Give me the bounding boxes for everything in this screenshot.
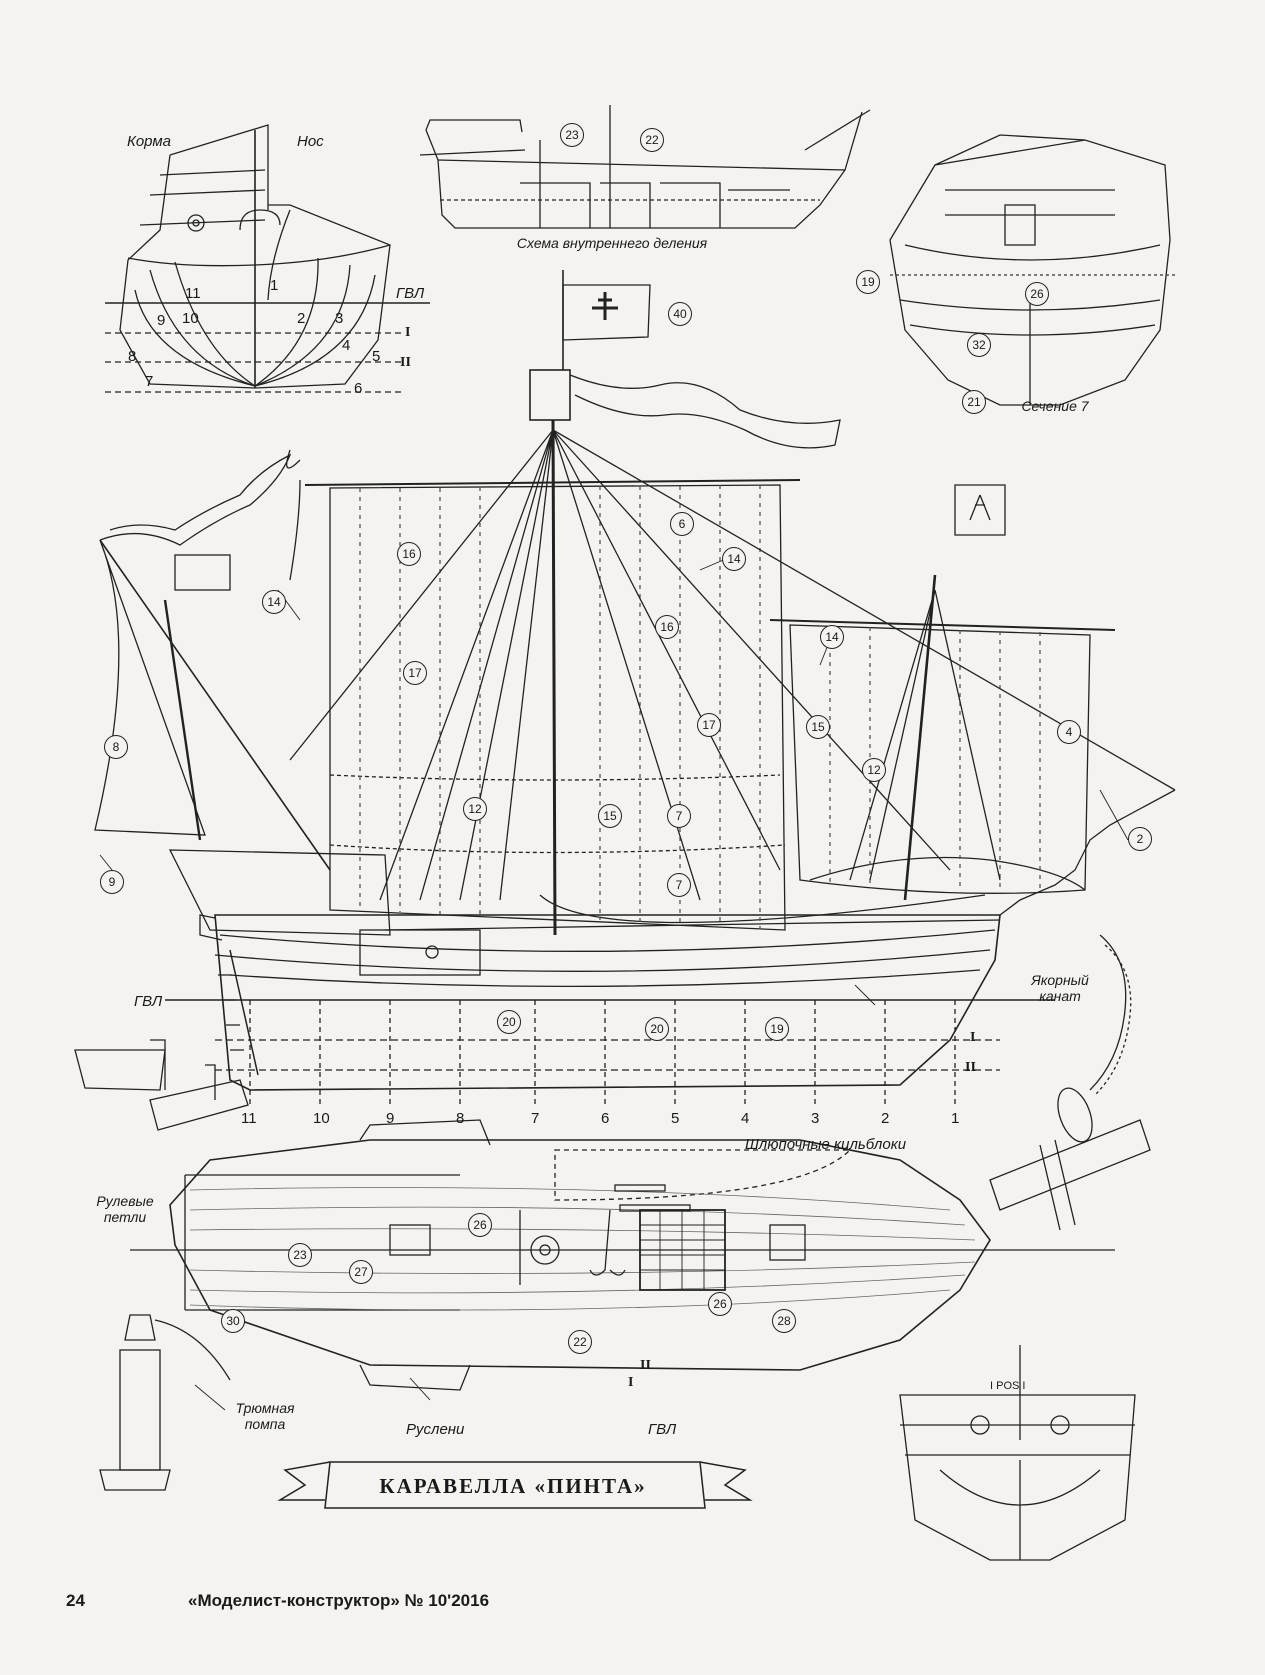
callout-40: 40 — [668, 302, 692, 326]
main-mast-flag — [529, 270, 841, 449]
rudder-hinges-label: Рулевые петли — [96, 1193, 154, 1225]
channels-label: Руслени — [406, 1421, 465, 1438]
callout-7: 7 — [667, 873, 691, 897]
callout-16: 16 — [655, 615, 679, 639]
callout-23: 23 — [560, 123, 584, 147]
station-number: 3 — [335, 310, 344, 327]
callout-20: 20 — [497, 1010, 521, 1034]
station-number: 1 — [270, 277, 279, 294]
station-number: 5 — [372, 348, 381, 365]
deck-plan — [130, 1119, 1115, 1391]
station-scale-number: 11 — [241, 1110, 257, 1127]
stern-transom-view — [899, 1345, 1136, 1561]
page-number: 24 — [66, 1591, 85, 1610]
callout-23: 23 — [288, 1243, 312, 1267]
section-7-caption: Сечение 7 — [1021, 398, 1089, 414]
callout-19: 19 — [765, 1017, 789, 1041]
roman-mark: I — [405, 325, 411, 340]
waterline-label-sections: ГВЛ — [396, 285, 425, 302]
callout-14: 14 — [820, 625, 844, 649]
station-scale-number: 9 — [386, 1110, 395, 1127]
station-scale-number: 5 — [671, 1110, 680, 1127]
callout-30: 30 — [221, 1309, 245, 1333]
station-number: 7 — [145, 373, 154, 390]
boat-chocks-label: Шлюпочные кильблоки — [745, 1136, 907, 1153]
roman-mark: I — [970, 1030, 976, 1045]
callout-22: 22 — [568, 1330, 592, 1354]
title-banner — [277, 1461, 753, 1509]
callout-15: 15 — [598, 804, 622, 828]
station-scale-number: 1 — [951, 1110, 960, 1127]
callout-27: 27 — [349, 1260, 373, 1284]
bilge-pump-label: Трюмная помпа — [235, 1400, 295, 1432]
callout-4: 4 — [1057, 720, 1081, 744]
station-scale-number: 10 — [313, 1110, 330, 1127]
callout-15: 15 — [806, 715, 830, 739]
bilge-pump-detail — [99, 1314, 231, 1491]
station-scale-number: 7 — [531, 1110, 540, 1127]
callout-21: 21 — [962, 390, 986, 414]
callout-14: 14 — [262, 590, 286, 614]
section-7-view — [889, 134, 1175, 406]
station-number: 2 — [297, 310, 306, 327]
callout-28: 28 — [772, 1309, 796, 1333]
stern-label: Корма — [127, 133, 171, 150]
callout-26: 26 — [468, 1213, 492, 1237]
callout-20: 20 — [645, 1017, 669, 1041]
callout-26: 26 — [708, 1292, 732, 1316]
ship-profile-hull — [165, 789, 1176, 1105]
rudder-hinges-detail — [74, 1039, 249, 1131]
station-scale-number: 2 — [881, 1110, 890, 1127]
callout-32: 32 — [967, 333, 991, 357]
magazine-issue: «Моделист-конструктор» № 10'2016 — [188, 1591, 490, 1610]
station-scale-number: 4 — [741, 1110, 750, 1127]
interior-division-scheme — [419, 105, 871, 229]
roman-mark: I — [628, 1375, 634, 1390]
station-number: 8 — [128, 348, 137, 365]
callout-22: 22 — [640, 128, 664, 152]
station-scale-number: 8 — [456, 1110, 465, 1127]
callout-leaders — [99, 554, 1129, 1411]
roman-mark: II — [400, 355, 411, 370]
body-plan-sections — [105, 124, 430, 393]
waterline-label-deck: ГВЛ — [648, 1421, 677, 1438]
roman-mark: II — [965, 1060, 976, 1075]
roman-mark: II — [640, 1358, 651, 1373]
callout-14: 14 — [722, 547, 746, 571]
anchor-cable-label: Якорный канат — [1031, 972, 1089, 1004]
station-number: 10 — [182, 310, 199, 327]
callout-17: 17 — [697, 713, 721, 737]
station-scale-number: 3 — [811, 1110, 820, 1127]
interior-scheme-caption: Схема внутреннего деления — [516, 235, 708, 251]
station-number: 9 — [157, 312, 166, 329]
ship-rigging — [94, 419, 1176, 936]
callout-16: 16 — [397, 542, 421, 566]
callout-2: 2 — [1128, 827, 1152, 851]
callout-12: 12 — [862, 758, 886, 782]
callout-17: 17 — [403, 661, 427, 685]
station-number: 4 — [342, 337, 351, 354]
station-number: 6 — [354, 380, 363, 397]
callout-9: 9 — [100, 870, 124, 894]
station-scale-number: 6 — [601, 1110, 610, 1127]
stern-lettering: I POS I — [990, 1380, 1026, 1392]
station-number: 11 — [185, 285, 201, 302]
callout-6: 6 — [670, 512, 694, 536]
callout-8: 8 — [104, 735, 128, 759]
callout-12: 12 — [463, 797, 487, 821]
callout-26: 26 — [1025, 282, 1049, 306]
bow-label: Нос — [297, 133, 324, 150]
callout-7: 7 — [667, 804, 691, 828]
waterline-label-profile: ГВЛ — [134, 993, 163, 1010]
anchor-cable-detail — [989, 934, 1151, 1231]
drawing-title: КАРАВЕЛЛА «ПИНТА» — [379, 1474, 647, 1498]
callout-19: 19 — [856, 270, 880, 294]
